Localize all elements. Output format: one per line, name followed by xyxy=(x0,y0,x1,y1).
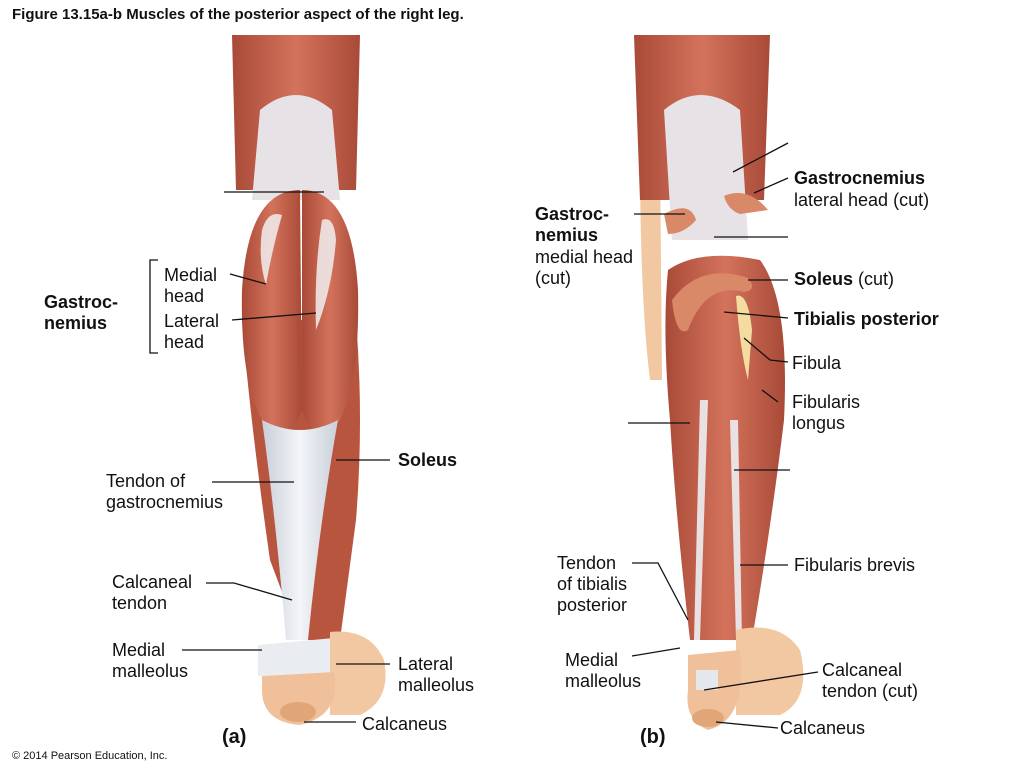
leg-a-medial-head-sheen xyxy=(260,214,282,285)
label-b-soleus-rest: (cut) xyxy=(853,269,895,289)
leader-b-tibialis xyxy=(723,311,789,319)
leg-b-popliteal xyxy=(664,95,748,240)
label-a-gastrocnemius: Gastroc- nemius xyxy=(44,292,119,333)
leg-b-illustration xyxy=(634,35,804,730)
leg-a-calcaneus-spot xyxy=(280,702,316,722)
label-b-tendon-tibialis: Tendon of tibialis posterior xyxy=(557,553,628,615)
figure-title: Figure 13.15a-b Muscles of the posterior… xyxy=(12,6,464,23)
leader-b-top xyxy=(732,142,789,173)
leader-b-fibula xyxy=(743,337,789,363)
copyright-notice: © 2014 Pearson Education, Inc. xyxy=(12,750,168,762)
label-b-gastrocnemius-medial-rest: medial head (cut) xyxy=(535,247,634,288)
label-b-calcaneus: Calcaneus xyxy=(780,718,866,738)
leader-b-gastroc-lateral xyxy=(753,177,789,194)
leg-b-calcaneus-spot xyxy=(692,709,724,727)
leader-b-calcaneus xyxy=(715,721,779,729)
leg-a-foot xyxy=(330,631,386,715)
label-a-calcaneus: Calcaneus xyxy=(362,714,448,734)
label-a-medial-malleolus: Medial malleolus xyxy=(112,640,189,681)
label-b-fibularis-longus: Fibularis longus xyxy=(792,392,861,433)
leader-a-medial-head xyxy=(229,273,267,285)
leader-b-calcaneal-tendon xyxy=(703,671,819,691)
leg-b-deep-muscles xyxy=(665,255,785,640)
bracket-a-gastroc xyxy=(149,259,158,354)
leg-a-illustration xyxy=(232,35,386,725)
leg-b-soleus-cut xyxy=(672,273,753,332)
label-a-lateral-head: Lateral head xyxy=(164,311,220,352)
leg-a-lateral-head-shape xyxy=(302,190,359,431)
leg-b-gastroc-lateral-cut xyxy=(724,193,768,214)
leg-b-gastroc-medial-cut xyxy=(664,208,696,234)
label-b-soleus: Soleus (cut) xyxy=(794,269,894,290)
leader-a-calcaneal-tendon xyxy=(206,582,293,601)
label-b-medial-malleolus: Medial malleolus xyxy=(565,650,642,691)
leg-b-skin xyxy=(640,150,662,380)
label-b-soleus-bold: Soleus xyxy=(794,269,854,289)
leg-a-popliteal xyxy=(252,95,340,200)
label-b-gastrocnemius-medial-bold: Gastroc- nemius xyxy=(535,204,610,245)
label-a-lateral-malleolus: Lateral malleolus xyxy=(398,654,475,695)
label-a-soleus: Soleus xyxy=(398,450,458,470)
label-b-fibula: Fibula xyxy=(792,353,842,373)
leader-a-lateral-head xyxy=(231,312,317,321)
leg-a-medial-head-shape xyxy=(241,190,302,431)
leg-b-fibula xyxy=(736,295,752,380)
label-b-gastrocnemius-lateral-rest: lateral head (cut) xyxy=(794,190,930,210)
leg-b-tendons xyxy=(694,400,742,640)
leg-b-foot xyxy=(736,627,804,715)
label-a-tendon-gastrocnemius: Tendon of gastrocnemius xyxy=(106,471,224,512)
leg-a-lateral-head-sheen xyxy=(315,219,336,330)
leg-a-achilles-tendon xyxy=(262,420,338,640)
leader-b-fibularis-longus xyxy=(761,389,779,403)
label-b-calcaneal-tendon-cut: Calcaneal tendon (cut) xyxy=(822,660,919,701)
label-a-calcaneal-tendon: Calcaneal tendon xyxy=(112,572,193,613)
leg-a-retinaculum xyxy=(258,638,334,676)
label-a-medial-head: Medial head xyxy=(164,265,218,306)
panel-tag-a: (a) xyxy=(222,726,247,748)
leader-b-tendon-tibialis xyxy=(632,562,689,621)
label-b-tibialis-posterior: Tibialis posterior xyxy=(794,309,939,329)
label-b-gastrocnemius-lateral-bold: Gastrocnemius xyxy=(794,168,926,188)
panel-tag-b: (b) xyxy=(640,726,666,748)
leader-b-medial-malleolus xyxy=(631,647,681,657)
label-b-fibularis-brevis: Fibularis brevis xyxy=(794,555,916,575)
leg-b-calcaneal-stub xyxy=(696,670,718,690)
